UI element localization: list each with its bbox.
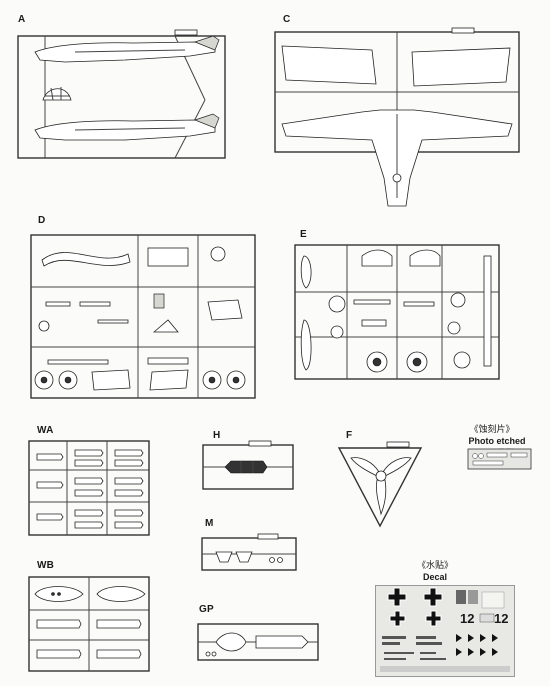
sprue-f xyxy=(337,441,423,528)
sprue-wb xyxy=(28,576,150,672)
sprue-gp-label: GP xyxy=(199,604,214,615)
sprue-m-label: M xyxy=(205,518,214,529)
sprue-d-label: D xyxy=(38,215,46,226)
decal-sheet: 12 12 xyxy=(375,585,515,677)
decal-number-1: 12 xyxy=(460,611,475,626)
sprue-wb-label: WB xyxy=(37,560,55,571)
sprue-e xyxy=(294,244,500,380)
sprue-h-label: H xyxy=(213,430,221,441)
sprue-a xyxy=(17,29,226,159)
sprue-a-label: A xyxy=(18,14,26,25)
decal-number-2: 12 xyxy=(494,611,509,626)
sprue-c xyxy=(274,27,520,207)
sprue-wa xyxy=(28,440,150,536)
sprue-f-label: F xyxy=(346,430,353,441)
decal-title-en: Decal xyxy=(422,572,448,582)
photo-etched-title-cn: 《蚀刻片》 xyxy=(469,424,515,434)
sprue-d xyxy=(30,234,256,399)
sprue-m xyxy=(201,533,297,571)
sprue-e-label: E xyxy=(300,229,307,240)
sprue-wa-label: WA xyxy=(37,425,54,436)
decal-graphics xyxy=(380,587,510,672)
sprue-gp xyxy=(197,623,319,661)
sprue-h xyxy=(202,440,294,490)
decal-title-cn: 《水贴》 xyxy=(416,560,453,570)
photo-etched-fret xyxy=(467,448,532,470)
sprue-c-label: C xyxy=(283,14,291,25)
